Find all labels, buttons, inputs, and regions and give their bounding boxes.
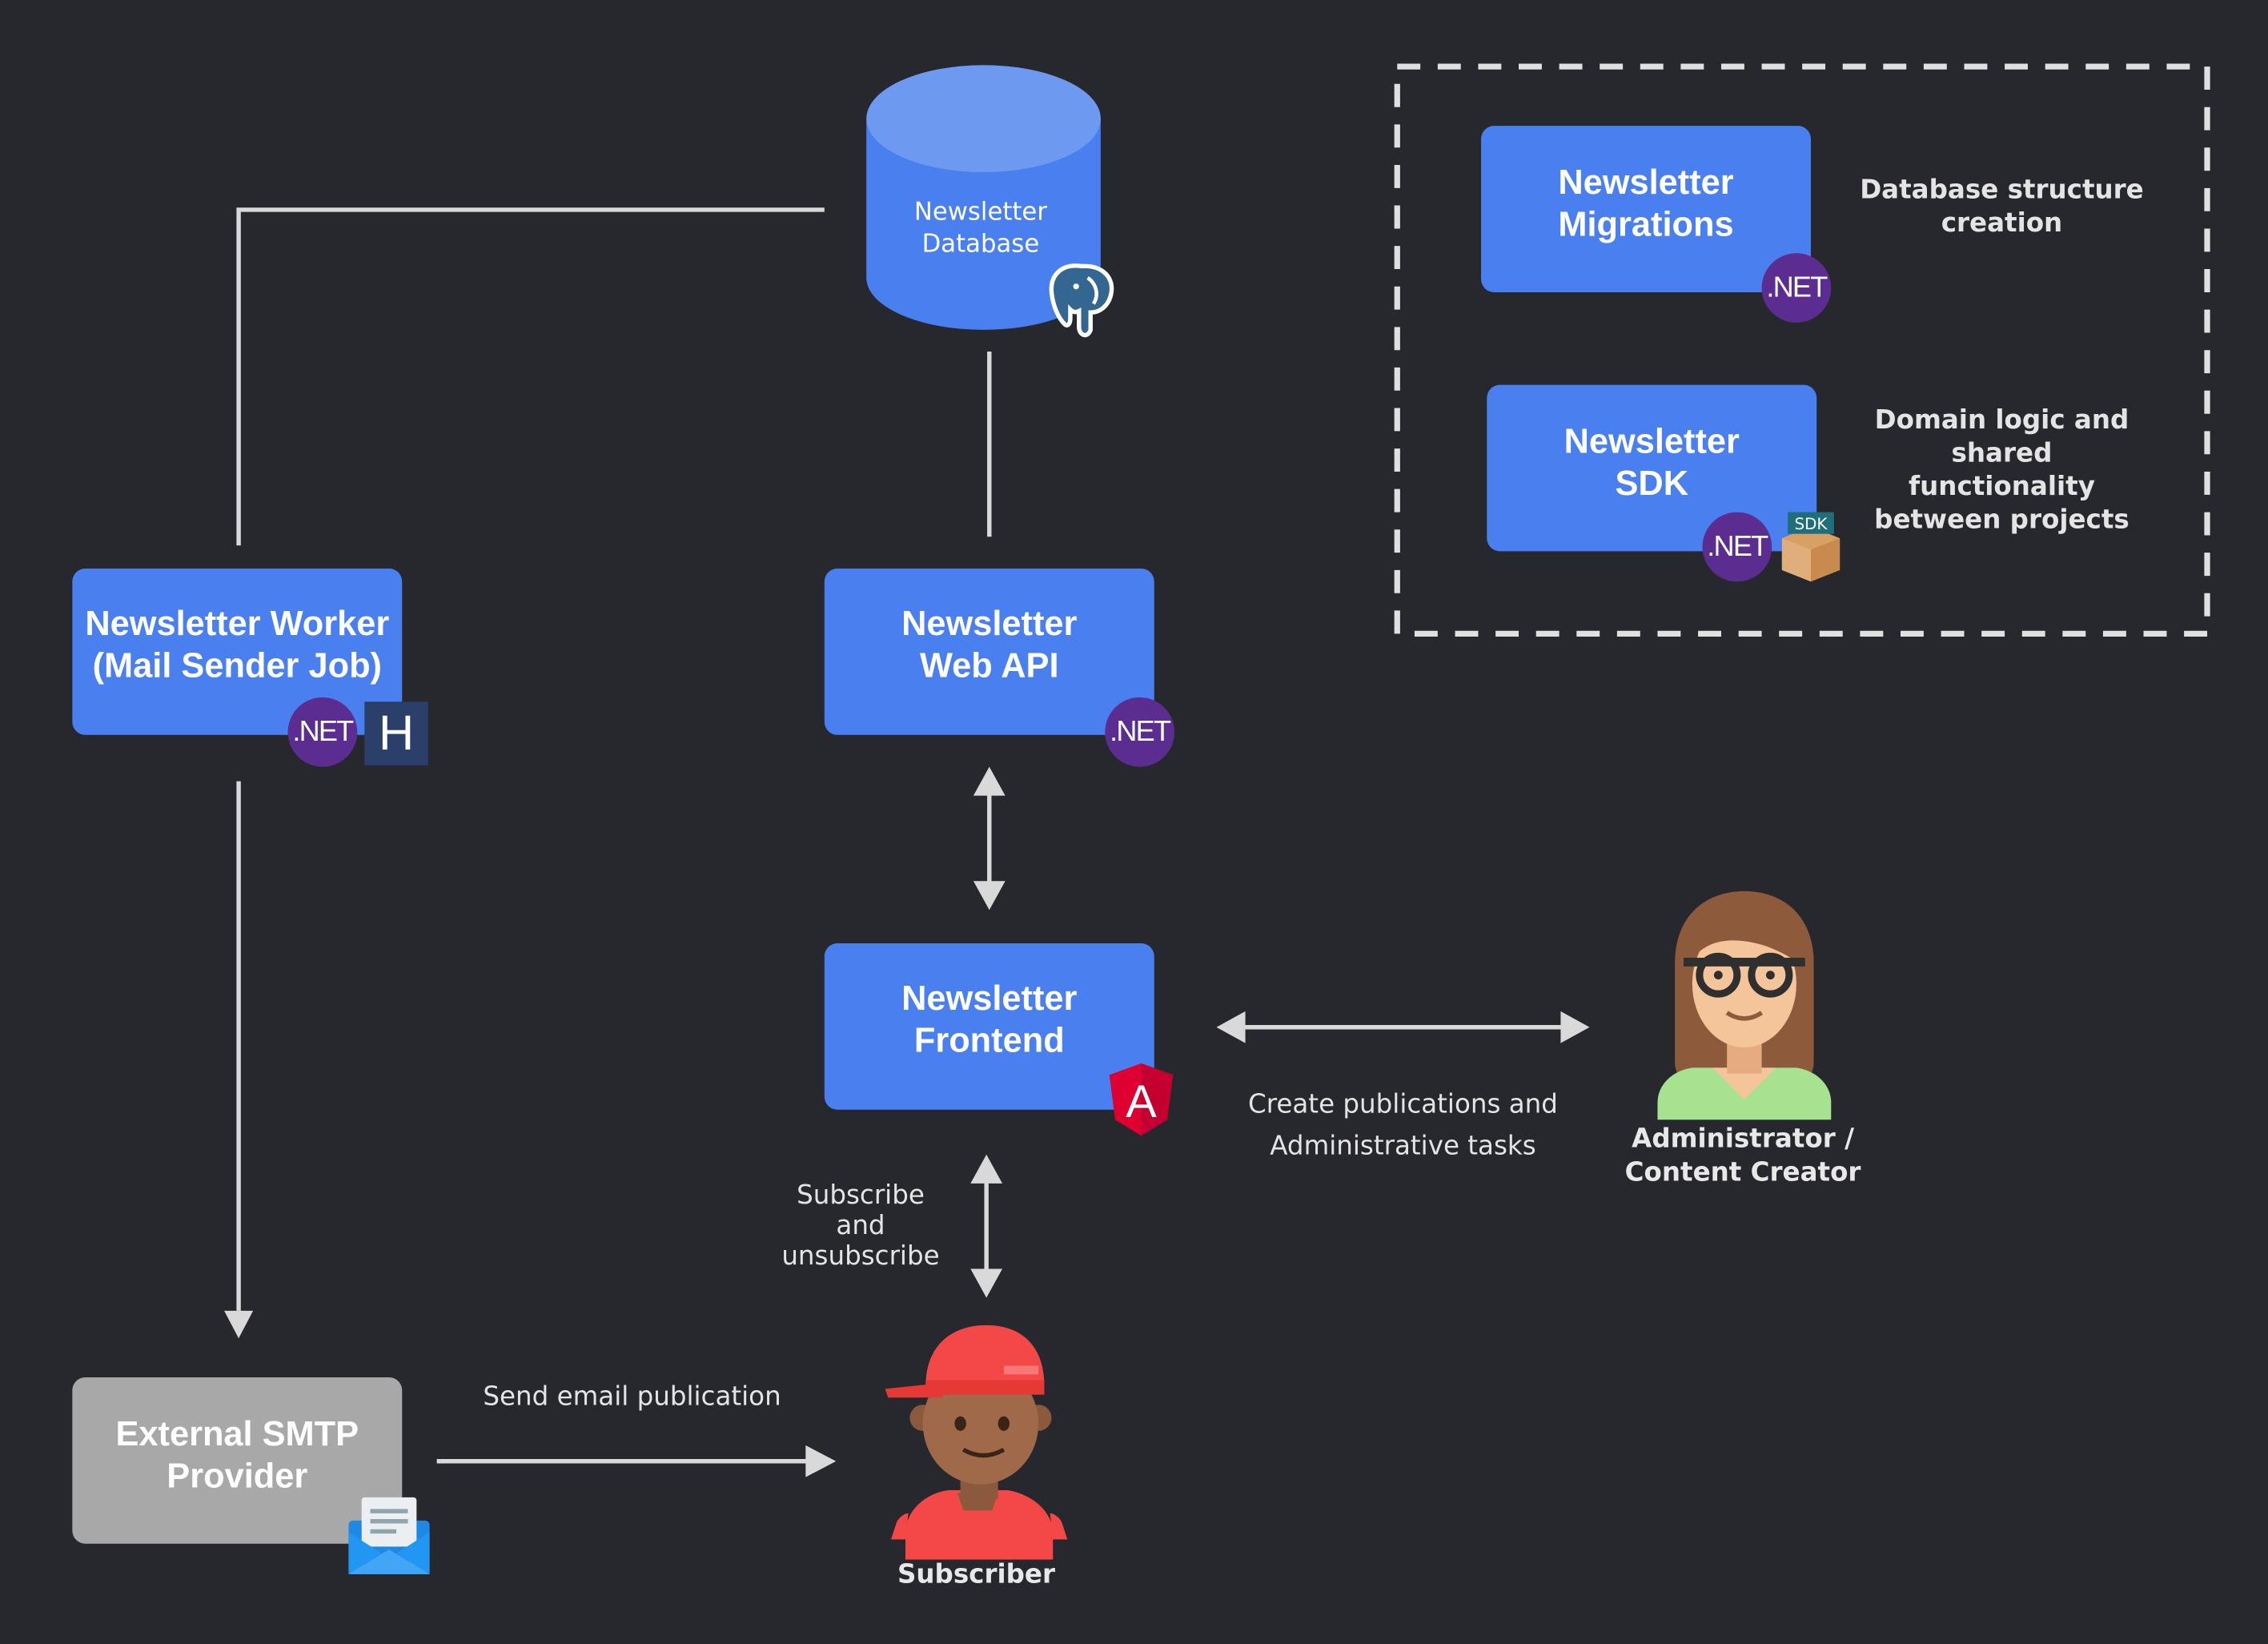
hangfire-icon: H (364, 701, 428, 766)
angular-letter: A (1126, 1076, 1157, 1127)
admin-woman-avatar[interactable] (1655, 886, 1834, 1120)
dotnet-icon: .NET (1105, 697, 1175, 767)
postgresql-elephant-icon (1049, 263, 1114, 338)
smtp-box[interactable]: External SMTP Provider (72, 1377, 403, 1544)
sdk-description: Domain logic and shared functionality be… (1874, 404, 2130, 536)
email-envelope-icon (348, 1497, 430, 1574)
dotnet-icon: .NET (1702, 512, 1772, 582)
migrations-description: Database structure creation (1860, 175, 2144, 239)
sdk-package-label: SDK (1795, 515, 1828, 533)
frontend-box[interactable]: Newsletter Frontend (824, 943, 1154, 1110)
sdk-package-icon: SDK (1781, 512, 1840, 582)
dotnet-icon: .NET (287, 697, 358, 767)
database-cylinder[interactable] (865, 63, 1102, 332)
sdk-box[interactable]: Newsletter SDK (1487, 384, 1817, 552)
db-worker-line (236, 207, 825, 546)
migrations-box[interactable]: Newsletter Migrations (1481, 126, 1811, 292)
admin-label: Administrator / Content Creator (1624, 1123, 1861, 1188)
subscriber-label: Subscriber (897, 1559, 1056, 1590)
angular-icon: A (1109, 1063, 1174, 1136)
database-label: Newsletter Database (913, 198, 1047, 259)
subscribe-label: Subscribe and unsubscribe (781, 1180, 940, 1272)
webapi-box[interactable]: Newsletter Web API (824, 569, 1154, 735)
dotnet-icon: .NET (1761, 253, 1832, 323)
admin-tasks-label: Create publications and Administrative t… (1248, 1089, 1558, 1162)
worker-box[interactable]: Newsletter Worker (Mail Sender Job) (72, 569, 403, 735)
send-email-label: Send email publication (483, 1381, 781, 1413)
subscriber-boy-avatar[interactable] (882, 1322, 1070, 1560)
